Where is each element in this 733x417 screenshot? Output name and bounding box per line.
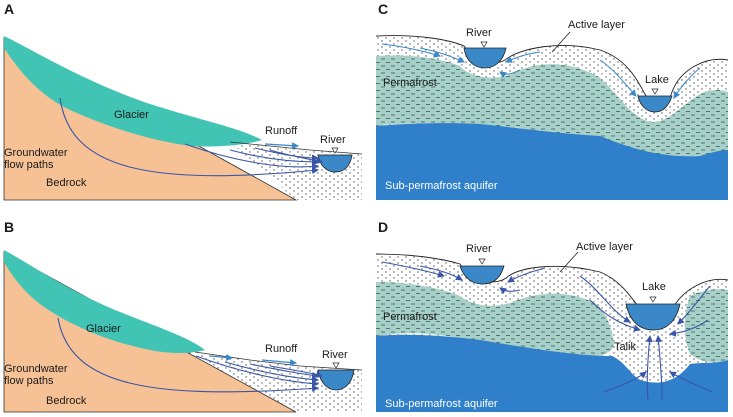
panel-b-runoff-label: Runoff	[265, 343, 298, 355]
panel-a-letter: A	[4, 1, 14, 17]
panel-b-glacier	[4, 250, 205, 353]
panel-c-lake-marker-icon	[651, 88, 659, 95]
panel-b-glacier-label: Glacier	[86, 323, 121, 335]
panel-d-aquifer-label: Sub-permafrost aquifer	[385, 398, 498, 410]
panel-a-river-label: River	[320, 134, 346, 146]
panel-c-active-layer-label: Active layer	[568, 19, 625, 31]
panel-a-groundwater-label-1: Groundwater	[4, 147, 68, 159]
panel-b-river-label: River	[322, 349, 348, 361]
panel-d-lake-label: Lake	[642, 281, 666, 293]
panel-d-permafrost-right-pattern	[684, 289, 728, 362]
panel-c-river-marker-icon	[480, 41, 488, 48]
panel-b-sediment-dots	[180, 348, 362, 412]
panel-b-river-marker-icon	[332, 362, 340, 369]
panel-b-runoff-arrows	[209, 353, 297, 366]
panel-d-permafrost-label: Permafrost	[383, 311, 437, 323]
panel-b-flow-paths	[57, 317, 323, 393]
panel-b-groundwater-label-1: Groundwater	[4, 363, 68, 375]
panel-c-permafrost-label: Permafrost	[383, 77, 437, 89]
panel-b-groundwater-label-2: flow paths	[4, 375, 54, 387]
panel-d-lake-marker-icon	[649, 296, 657, 303]
panel-d-river-label: River	[466, 243, 492, 255]
panel-c-aquifer	[376, 123, 728, 200]
panel-c-active-layer-leader	[551, 31, 571, 53]
panel-a-river-marker-icon	[331, 147, 339, 154]
panel-d-active-layer-leader	[559, 251, 579, 273]
panel-d-river	[459, 265, 505, 285]
panel-a-flow-paths	[59, 97, 323, 177]
panel-d-lake	[625, 303, 681, 331]
panel-d-active-layer-label: Active layer	[576, 241, 633, 253]
panel-c: C River Active layer Lake Permaf	[375, 1, 729, 200]
panel-d-permafrost-left-pattern	[376, 282, 614, 357]
panel-a-runoff-label: Runoff	[265, 125, 298, 137]
panel-c-letter: C	[378, 1, 388, 17]
panel-d-talik-label: Talik	[614, 341, 637, 353]
panel-b-river	[317, 369, 355, 391]
panel-c-lake	[637, 95, 673, 113]
panel-d: D	[375, 219, 729, 412]
panel-b: B Glacier Runoff River Groundwater flow …	[3, 219, 363, 413]
panel-b-bedrock-label: Bedrock	[46, 395, 87, 407]
panel-a-glacier-label: Glacier	[114, 109, 149, 121]
panel-c-surface	[375, 35, 729, 105]
panel-c-river	[463, 47, 507, 69]
panel-d-letter: D	[378, 219, 388, 235]
panel-b-letter: B	[4, 219, 14, 235]
panel-c-flow-arrows	[381, 43, 701, 99]
panel-a-groundwater-label-2: flow paths	[4, 159, 54, 171]
panel-c-aquifer-label: Sub-permafrost aquifer	[385, 180, 498, 192]
panel-d-aquifer	[376, 334, 728, 412]
panel-c-river-label: River	[466, 27, 492, 39]
panel-a-runoff-arrow	[264, 142, 299, 150]
panel-a-glacier	[4, 36, 262, 147]
panel-a: A Glacier Runoff River Groundwater flow …	[3, 1, 363, 201]
panel-c-lake-label: Lake	[645, 74, 669, 86]
panel-d-flow-arrows	[381, 261, 713, 401]
panel-c-permafrost-pattern	[376, 55, 728, 157]
panel-d-river-marker-icon	[478, 258, 486, 265]
panel-a-bedrock-label: Bedrock	[46, 177, 87, 189]
panel-b-surface	[194, 351, 363, 371]
